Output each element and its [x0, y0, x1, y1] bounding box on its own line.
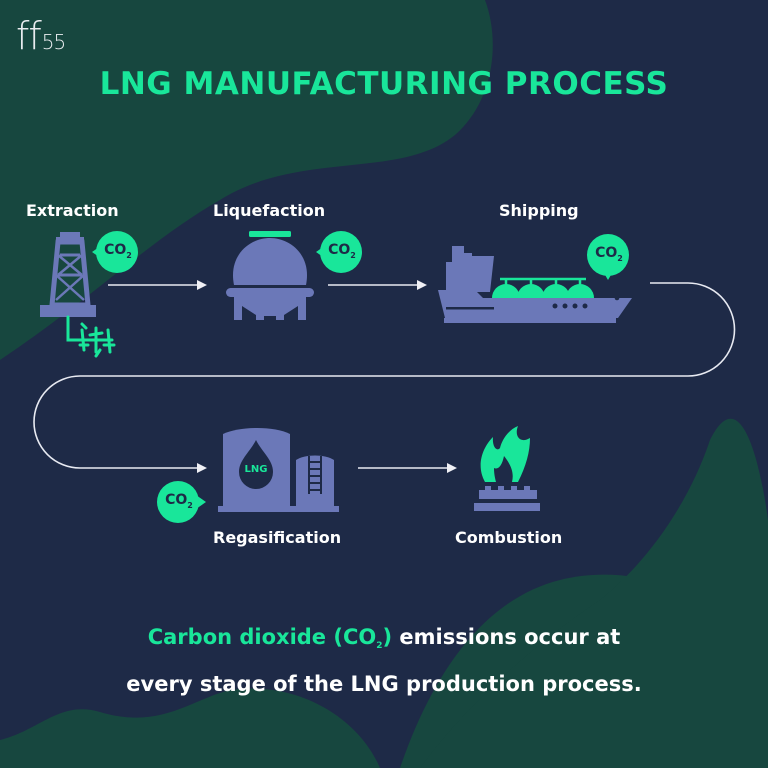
lng-drop-label: LNG: [244, 464, 268, 475]
co2-label-shipping: CO2: [595, 245, 623, 263]
co2-badge-shipping: [587, 234, 629, 280]
co2-badge-liquefaction: [316, 231, 362, 273]
co2-badge-extraction: [92, 231, 138, 273]
stage-label-liquefaction: Liquefaction: [213, 201, 326, 220]
background-blob-top-left: [0, 0, 493, 360]
caption: Carbon dioxide (CO2) emissions occur at …: [0, 618, 768, 703]
caption-line-2: every stage of the LNG production proces…: [126, 672, 642, 696]
lng-carrier-ship-icon: [438, 246, 632, 323]
connector-shipping-to-regasification-right: [80, 282, 736, 377]
stage-label-shipping: Shipping: [499, 201, 579, 220]
logo-number: 55: [41, 30, 66, 54]
brand-logo: ff55: [16, 14, 66, 58]
co2-label-regasification: CO2: [165, 492, 193, 510]
stage-label-combustion: Combustion: [455, 528, 563, 547]
caption-line-1: Carbon dioxide (CO2) emissions occur at: [147, 625, 621, 651]
stage-label-regasification: Regasification: [213, 528, 342, 547]
lng-tank-icon: [226, 231, 314, 320]
background-blob-bottom-right: [420, 418, 768, 768]
connector-shipping-to-regasification-left: [33, 375, 207, 473]
caption-accent: Carbon dioxide (CO2): [147, 625, 393, 651]
underground-pipeline-icon: [66, 315, 116, 358]
co2-label-extraction: CO2: [104, 242, 132, 260]
background-blob-bottom-left: [0, 688, 380, 768]
oil-derrick-icon: [40, 232, 96, 317]
co2-badge-regasification: [157, 481, 206, 523]
co2-label-liquefaction: CO2: [328, 242, 356, 260]
logo-main: ff: [16, 14, 42, 58]
gas-flame-icon: [474, 426, 540, 511]
page-title: LNG MANUFACTURING PROCESS: [99, 66, 669, 102]
ladder-icon: [308, 456, 322, 494]
stage-label-extraction: Extraction: [26, 201, 119, 220]
lng-drop-icon: [239, 440, 273, 489]
